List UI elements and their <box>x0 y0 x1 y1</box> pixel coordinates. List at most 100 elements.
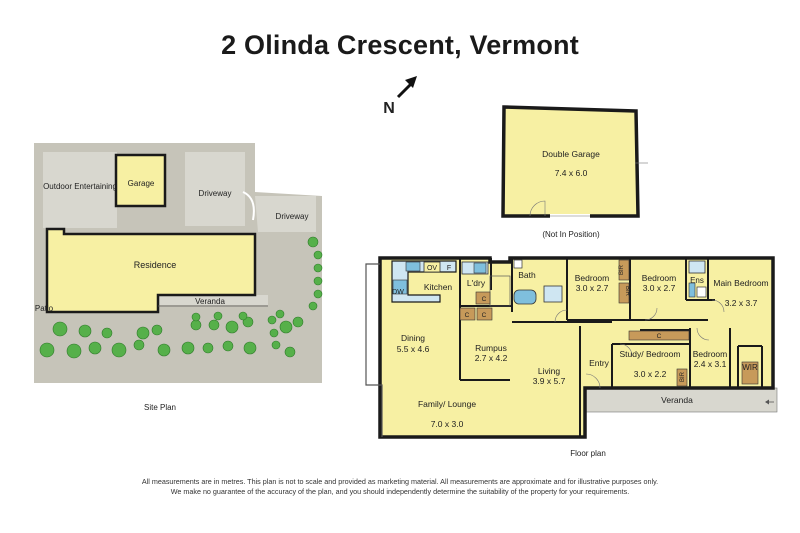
cupboard-label-4: C <box>657 333 662 340</box>
study-dims: 3.0 x 2.2 <box>634 369 667 379</box>
entry-label: Entry <box>589 358 610 368</box>
site-driveway-label-1: Driveway <box>199 189 232 198</box>
shrub-icon <box>133 339 145 351</box>
cupboard-label-3: C <box>482 312 487 319</box>
site-trees <box>39 236 323 359</box>
shrub-icon <box>39 342 55 358</box>
rumpus-name: Rumpus <box>475 343 507 353</box>
shrub-icon <box>238 311 248 321</box>
bathtub-icon <box>513 289 537 305</box>
site-outdoor-label: Outdoor Entertaining <box>43 182 117 191</box>
site-residence-label: Residence <box>134 260 177 270</box>
shrub-icon <box>225 320 239 334</box>
shrub-icon <box>208 319 220 331</box>
shrub-icon <box>243 341 257 355</box>
ensuite-toilet-icon <box>696 286 707 298</box>
shrub-icon <box>190 319 202 331</box>
shrub-icon <box>269 328 279 338</box>
family-dims: 7.0 x 3.0 <box>431 419 464 429</box>
svg-text:Outdoor Entertaining: Outdoor Entertaining <box>43 182 117 191</box>
double-garage: Double Garage 7.4 x 6.0 <box>501 105 648 218</box>
dining-dims: 5.5 x 4.6 <box>397 344 430 354</box>
veranda-label: Veranda <box>661 395 693 405</box>
cupboard-label-1: C <box>482 296 487 303</box>
kitchen-sink-icon <box>405 261 421 272</box>
page-title: 2 Olinda Crescent, Vermont <box>221 30 579 60</box>
family-name: Family/ Lounge <box>418 399 476 409</box>
shrub-icon <box>313 263 323 273</box>
shrub-icon <box>101 327 113 339</box>
living-name: Living <box>538 366 560 376</box>
shrub-icon <box>78 324 92 338</box>
compass-icon: N <box>383 76 417 117</box>
bedroom-3-name: Bedroom <box>642 273 677 283</box>
shrub-icon <box>151 324 163 336</box>
shrub-icon <box>66 343 82 359</box>
ensuite-label: Ens <box>690 276 704 285</box>
shrub-icon <box>313 250 323 260</box>
garage-note: (Not In Position) <box>542 230 600 239</box>
shrub-icon <box>308 301 318 311</box>
main-bedroom-dims: 3.2 x 3.7 <box>725 298 758 308</box>
shrub-icon <box>279 320 293 334</box>
laundry-label: L'dry <box>467 278 486 288</box>
shrub-icon <box>242 316 254 328</box>
bath-label: Bath <box>518 270 536 280</box>
disclaimer-line-1: All measurements are in metres. This pla… <box>141 477 659 486</box>
shrub-icon <box>111 342 127 358</box>
site-plan-caption: Site Plan <box>144 403 176 412</box>
wir-label: WIR <box>742 363 758 372</box>
oven-label: OV <box>427 265 437 272</box>
bir-label-3: BIR <box>680 371 686 382</box>
toilet-icon <box>513 259 523 269</box>
bedroom-4-name: Bedroom <box>693 349 728 359</box>
dining-name: Dining <box>401 333 425 343</box>
shrub-icon <box>213 311 223 321</box>
shrub-icon <box>52 321 68 337</box>
bedroom-4-dims: 2.4 x 3.1 <box>694 359 727 369</box>
disclaimer: All measurements are in metres. This pla… <box>0 477 800 497</box>
cupboard-label-2: C <box>465 312 470 319</box>
living-dims: 3.9 x 5.7 <box>533 376 566 386</box>
site-patio-label: Patio <box>35 304 54 313</box>
garage-dims: 7.4 x 6.0 <box>555 168 588 178</box>
laundry-tub-icon <box>473 262 487 274</box>
shrub-icon <box>292 316 304 328</box>
bedroom-2-dims: 3.0 x 2.7 <box>576 283 609 293</box>
vanity-icon <box>543 285 563 303</box>
compass-label: N <box>383 100 395 117</box>
shrub-icon <box>88 341 102 355</box>
rumpus-dims: 2.7 x 4.2 <box>475 353 508 363</box>
disclaimer-line-2: We make no guarantee of the accuracy of … <box>170 487 630 496</box>
shrub-icon <box>271 340 281 350</box>
bir-label-2: BIR <box>624 286 630 297</box>
site-plan: Outdoor Entertaining Garage Driveway Dri… <box>34 143 323 383</box>
ensuite-basin-icon <box>688 260 706 274</box>
shrub-icon <box>191 312 201 322</box>
shrub-icon <box>307 236 319 248</box>
shrub-icon <box>313 289 323 299</box>
floor-plan: DW OV F Kitchen L'dry Bath C C C C BIR B… <box>365 256 778 439</box>
dishwasher-label: DW <box>392 289 404 296</box>
site-veranda-label: Veranda <box>195 297 225 306</box>
bedroom-3-dims: 3.0 x 2.7 <box>643 283 676 293</box>
shrub-icon <box>313 276 323 286</box>
floor-plan-caption: Floor plan <box>570 449 606 458</box>
shrub-icon <box>275 309 285 319</box>
site-residence <box>45 227 257 314</box>
bedroom-2-name: Bedroom <box>575 273 610 283</box>
shrub-icon <box>222 340 234 352</box>
shrub-icon <box>181 341 195 355</box>
fridge-label: F <box>447 265 451 272</box>
shrub-icon <box>157 343 171 357</box>
site-garage-label: Garage <box>128 179 155 188</box>
shrub-icon <box>202 342 214 354</box>
bir-label-1: BIR <box>619 264 625 275</box>
site-driveway-label-2: Driveway <box>276 212 309 221</box>
main-bedroom-name: Main Bedroom <box>713 278 768 288</box>
site-garage <box>114 153 167 208</box>
study-name: Study/ Bedroom <box>620 349 681 359</box>
shrub-icon <box>136 326 150 340</box>
shrub-icon <box>267 315 277 325</box>
